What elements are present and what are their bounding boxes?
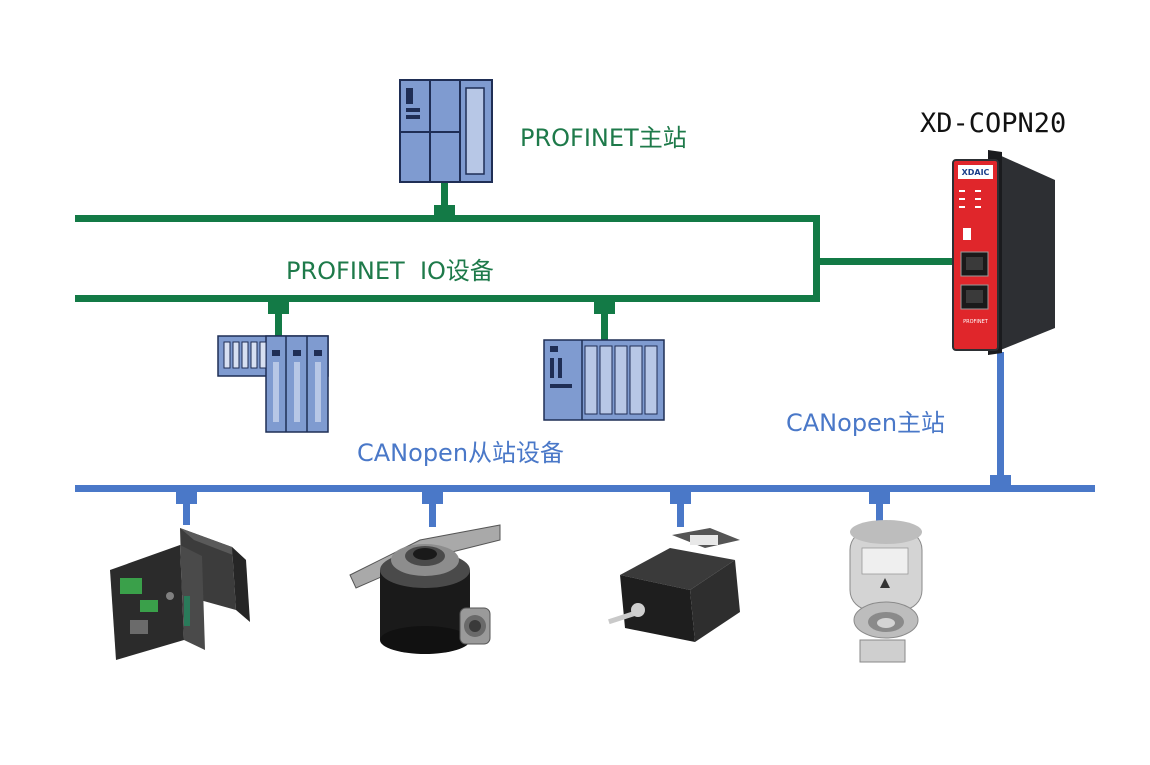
canopen-drop-3	[677, 492, 684, 527]
io-module-icon	[543, 339, 665, 421]
canopen-drop-4	[876, 492, 883, 527]
gateway-port-label: PROFINET	[963, 319, 989, 325]
profinet-bus-vertical	[813, 215, 820, 302]
hollow-encoder-icon	[349, 524, 501, 654]
ethernet-port-2	[960, 284, 989, 310]
canopen-bus	[75, 485, 1095, 492]
canopen-network	[75, 352, 1095, 527]
canopen-drop-1	[183, 492, 190, 525]
profinet-network	[75, 182, 958, 340]
gateway-brand-text: XDAIC	[962, 168, 990, 177]
profinet-drop-io-2	[601, 302, 608, 340]
profinet-drop-master	[441, 182, 448, 215]
plc-icon	[399, 79, 493, 183]
profinet-bus-bottom	[75, 295, 820, 302]
absolute-encoder-icon	[849, 520, 923, 663]
canopen-drop-2	[429, 492, 436, 527]
stepper-motor-icon	[110, 528, 250, 660]
canopen-master-label: CANopen主站	[786, 409, 946, 437]
gateway-model-label: XD-COPN20	[920, 108, 1067, 139]
profinet-drop-io-1	[275, 302, 282, 336]
canopen-slaves-label: CANopen从站设备	[357, 439, 565, 467]
gateway-icon: XDAIC PROFINET	[952, 150, 1055, 355]
profinet-bus-top	[75, 215, 820, 222]
canopen-link-gateway	[997, 352, 1004, 487]
ethernet-port-1	[960, 251, 989, 277]
io-module-icon	[217, 335, 329, 433]
profinet-link-gateway	[820, 258, 958, 265]
servo-motor-icon	[608, 528, 740, 642]
profinet-io-label: PROFINET IO设备	[286, 257, 494, 285]
profinet-master-label: PROFINET主站	[520, 124, 687, 152]
